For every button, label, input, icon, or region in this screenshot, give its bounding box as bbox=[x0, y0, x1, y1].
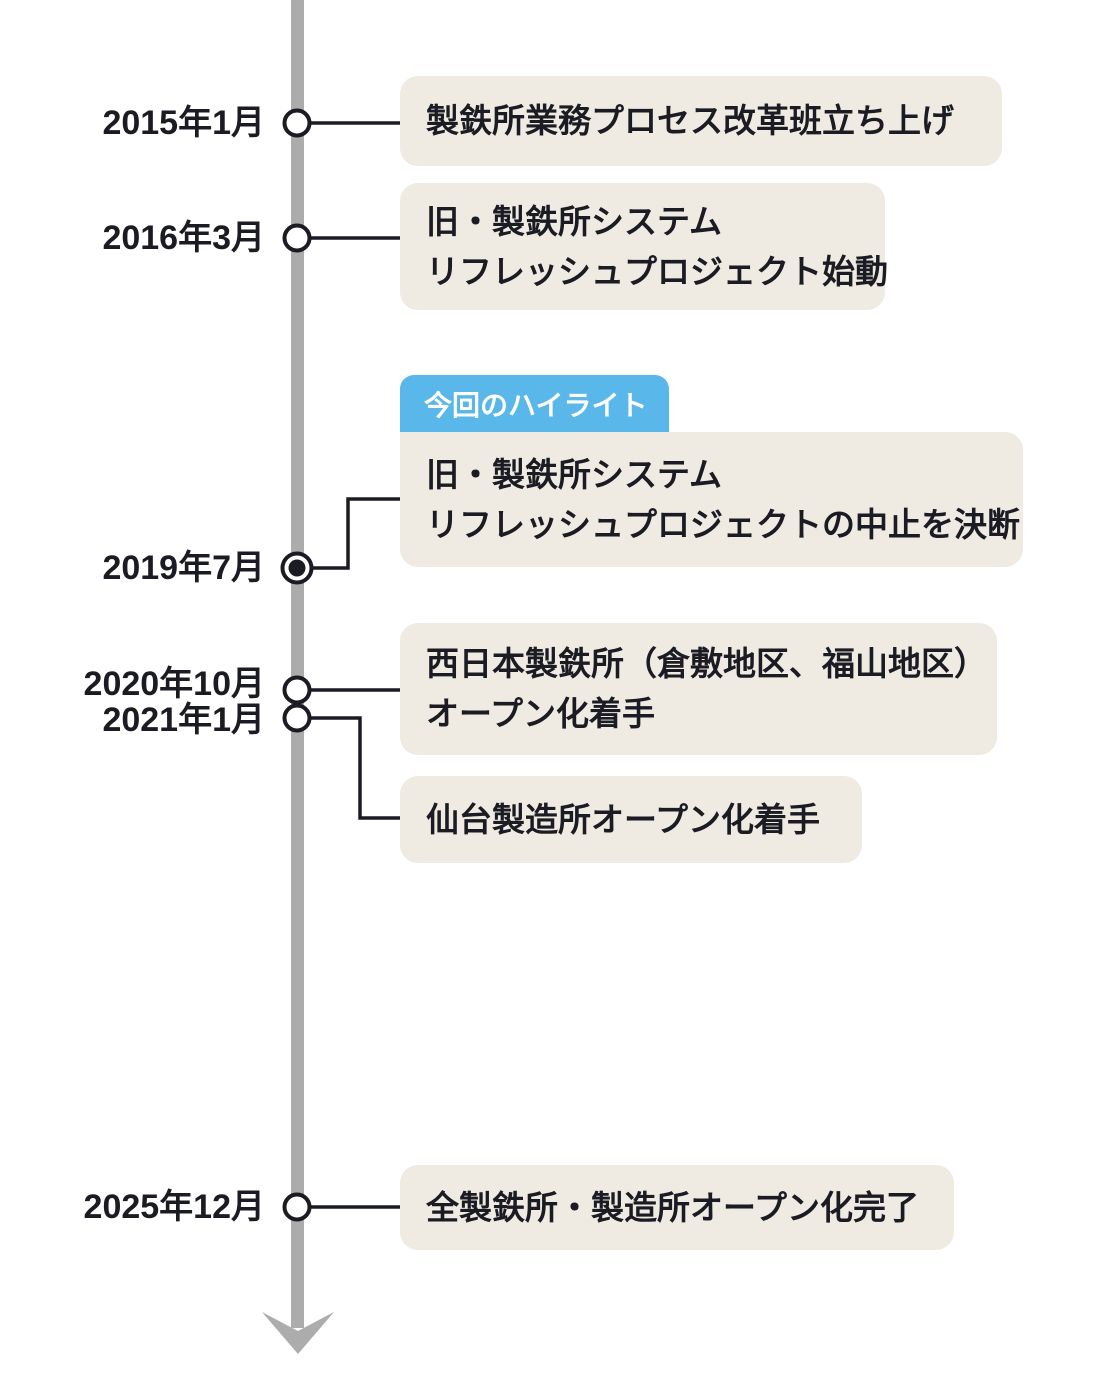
date-label-2020: 2020年10月 bbox=[83, 665, 265, 703]
timeline-spine bbox=[291, 0, 304, 1328]
event-text-line: 仙台製造所オープン化着手 bbox=[426, 800, 821, 838]
event-text-line: 旧・製鉄所システム bbox=[426, 455, 723, 493]
timeline-node-2021 bbox=[282, 703, 312, 733]
event-text-line: 製鉄所業務プロセス改革班立ち上げ bbox=[426, 102, 954, 139]
event-text-line: 西日本製鉄所（倉敷地区、福山地区） bbox=[426, 645, 987, 682]
date-label-2021: 2021年1月 bbox=[102, 701, 265, 739]
timeline-node-2020 bbox=[282, 675, 312, 705]
date-label-2025: 2025年12月 bbox=[83, 1188, 265, 1226]
event-text-line: リフレッシュプロジェクト始動 bbox=[426, 252, 888, 290]
event-text-line: 旧・製鉄所システム bbox=[426, 202, 723, 240]
event-card-2021: 仙台製造所オープン化着手 bbox=[400, 776, 862, 863]
event-card-2020: 西日本製鉄所（倉敷地区、福山地区） オープン化着手 bbox=[400, 623, 997, 755]
event-text-line: 全製鉄所・製造所オープン化完了 bbox=[426, 1188, 920, 1226]
highlight-badge: 今回のハイライト bbox=[400, 375, 669, 432]
connector-2021 bbox=[311, 716, 400, 820]
timeline-node-2019-filled-dot bbox=[288, 559, 306, 577]
event-card-2016: 旧・製鉄所システム リフレッシュプロジェクト始動 bbox=[400, 183, 888, 310]
date-label-2019: 2019年7月 bbox=[102, 549, 265, 587]
connector-2019 bbox=[313, 497, 400, 570]
event-card-2019: 旧・製鉄所システム リフレッシュプロジェクトの中止を決断 bbox=[400, 432, 1023, 567]
date-label-2016: 2016年3月 bbox=[102, 219, 265, 257]
event-card-2015: 製鉄所業務プロセス改革班立ち上げ bbox=[400, 76, 1002, 166]
arrow-down-icon bbox=[262, 1312, 334, 1354]
timeline-node-2015 bbox=[282, 108, 312, 138]
event-text-line: オープン化着手 bbox=[426, 695, 656, 732]
event-text-line: リフレッシュプロジェクトの中止を決断 bbox=[426, 505, 1020, 543]
date-label-2015: 2015年1月 bbox=[102, 104, 265, 142]
event-card-2025: 全製鉄所・製造所オープン化完了 bbox=[400, 1165, 954, 1250]
timeline-node-2016 bbox=[282, 223, 312, 253]
timeline-node-2025 bbox=[282, 1192, 312, 1222]
